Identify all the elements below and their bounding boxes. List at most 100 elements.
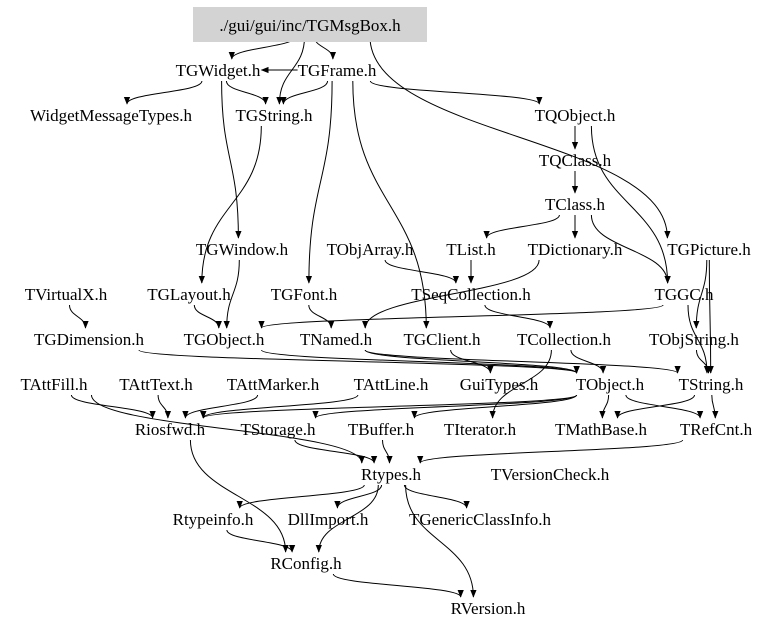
edge-tobject-to-trefcnt: [625, 394, 704, 419]
node-tgobject[interactable]: TGObject.h: [184, 330, 265, 349]
node-tgclient[interactable]: TGClient.h: [404, 330, 481, 349]
edge-tattfill-to-rtypes: [91, 394, 365, 464]
node-tnamed[interactable]: TNamed.h: [300, 330, 373, 349]
edge-rtypes-to-rversion: [405, 484, 477, 598]
node-tseqcollection[interactable]: TSeqCollection.h: [411, 285, 531, 304]
node-label-titerator: TIterator.h: [444, 420, 517, 439]
node-tgfont[interactable]: TGFont.h: [271, 285, 338, 304]
node-tobject[interactable]: TObject.h: [576, 375, 645, 394]
edge-rtypes-to-rconfig: [315, 484, 379, 553]
node-tobjarray[interactable]: TObjArray.h: [327, 240, 414, 259]
node-tobjstring[interactable]: TObjString.h: [649, 330, 739, 349]
edge-tattline-to-riosfwd: [200, 394, 359, 419]
node-rversion[interactable]: RVersion.h: [451, 599, 526, 618]
node-label-tvirtualx: TVirtualX.h: [25, 285, 108, 304]
edge-tobject-to-riosfwd: [200, 394, 578, 419]
node-label-tclass: TClass.h: [545, 195, 605, 214]
edge-tobjstring-to-tstring: [696, 349, 712, 374]
edge-tvirtualx-to-tgdimension: [69, 304, 89, 329]
node-label-tobjstring: TObjString.h: [649, 330, 739, 349]
node-titerator[interactable]: TIterator.h: [444, 420, 517, 439]
node-label-tgobject: TGObject.h: [184, 330, 265, 349]
edge-tcollection-to-tobject: [570, 349, 607, 374]
edge-tdictionary-to-tnamed: [362, 259, 540, 329]
node-tclass[interactable]: TClass.h: [545, 195, 605, 214]
edge-tgframe-to-tqobject: [369, 80, 543, 105]
node-label-tatttext: TAttText.h: [119, 375, 193, 394]
node-dllimport[interactable]: DllImport.h: [288, 510, 369, 529]
node-label-tgstring: TGString.h: [236, 106, 313, 125]
node-widgetmsgtypes[interactable]: WidgetMessageTypes.h: [30, 106, 192, 125]
node-label-rtypeinfo: Rtypeinfo.h: [173, 510, 254, 529]
edge-tseqcollection-to-tcollection: [484, 304, 554, 329]
node-label-trefcnt: TRefCnt.h: [680, 420, 753, 439]
edge-tobject-to-tmathbase: [599, 394, 610, 419]
node-label-tstorage: TStorage.h: [240, 420, 316, 439]
node-tstring[interactable]: TString.h: [679, 375, 744, 394]
edge-root-to-tgpicture: [369, 35, 671, 239]
node-label-tattmarker: TAttMarker.h: [227, 375, 320, 394]
node-label-rversion: RVersion.h: [451, 599, 526, 618]
edge-rtypes-to-rtypeinfo: [236, 484, 365, 509]
edge-tobjarray-to-tseqcollection: [384, 259, 460, 284]
edge-tgwidget-to-widgetmsgtypes: [123, 80, 203, 105]
node-label-tstring: TString.h: [679, 375, 744, 394]
node-label-tattfill: TAttFill.h: [20, 375, 88, 394]
node-label-tggc: TGGC.h: [654, 285, 714, 304]
node-label-rtypes: Rtypes.h: [361, 465, 421, 484]
edge-tobject-to-tbuffer: [411, 394, 578, 419]
edge-tgwidget-to-tgwindow: [221, 80, 242, 239]
node-tqclass[interactable]: TQClass.h: [539, 151, 612, 170]
node-riosfwd[interactable]: Riosfwd.h: [135, 420, 206, 439]
node-tversioncheck[interactable]: TVersionCheck.h: [491, 465, 610, 484]
node-tattmarker[interactable]: TAttMarker.h: [227, 375, 320, 394]
node-label-tobjarray: TObjArray.h: [327, 240, 414, 259]
node-tcollection[interactable]: TCollection.h: [517, 330, 611, 349]
node-guitypes[interactable]: GuiTypes.h: [460, 375, 539, 394]
node-tgenericclassinfo[interactable]: TGenericClassInfo.h: [409, 510, 552, 529]
node-label-tcollection: TCollection.h: [517, 330, 611, 349]
node-tmathbase[interactable]: TMathBase.h: [555, 420, 648, 439]
node-label-tgpicture: TGPicture.h: [667, 240, 751, 259]
node-tgframe[interactable]: TGFrame.h: [298, 61, 377, 80]
node-rconfig[interactable]: RConfig.h: [270, 554, 342, 573]
node-tattfill[interactable]: TAttFill.h: [20, 375, 88, 394]
node-tqobject[interactable]: TQObject.h: [535, 106, 616, 125]
node-tvirtualx[interactable]: TVirtualX.h: [25, 285, 108, 304]
node-label-tqobject: TQObject.h: [535, 106, 616, 125]
node-tlist[interactable]: TList.h: [446, 240, 496, 259]
node-tdictionary[interactable]: TDictionary.h: [528, 240, 623, 259]
node-tgdimension[interactable]: TGDimension.h: [34, 330, 145, 349]
node-trefcnt[interactable]: TRefCnt.h: [680, 420, 753, 439]
edge-rtypes-to-tgenericclassinfo: [403, 484, 470, 509]
node-label-tqclass: TQClass.h: [539, 151, 612, 170]
edge-rtypes-to-dllimport: [334, 484, 383, 509]
node-tglayout[interactable]: TGLayout.h: [147, 285, 231, 304]
root-node-box: [193, 7, 427, 42]
node-tggc[interactable]: TGGC.h: [654, 285, 714, 304]
edge-tglayout-to-tgobject: [193, 304, 222, 329]
node-tbuffer[interactable]: TBuffer.h: [348, 420, 415, 439]
edge-tstring-to-trefcnt: [711, 394, 719, 419]
node-rtypeinfo[interactable]: Rtypeinfo.h: [173, 510, 254, 529]
node-root[interactable]: ./gui/gui/inc/TGMsgBox.h: [193, 7, 427, 42]
edge-tggc-to-tstring: [687, 304, 711, 374]
edge-tstring-to-tmathbase: [614, 394, 695, 419]
node-tgwindow[interactable]: TGWindow.h: [196, 240, 289, 259]
node-label-tgframe: TGFrame.h: [298, 61, 377, 80]
node-tgwidget[interactable]: TGWidget.h: [176, 61, 261, 80]
edge-tatttext-to-riosfwd: [157, 394, 172, 419]
edge-tattmarker-to-riosfwd: [182, 394, 259, 419]
edge-tgpicture-to-tstring: [707, 259, 714, 374]
node-tgstring[interactable]: TGString.h: [236, 106, 313, 125]
node-tgpicture[interactable]: TGPicture.h: [667, 240, 751, 259]
node-tstorage[interactable]: TStorage.h: [240, 420, 316, 439]
edge-rconfig-to-rversion: [332, 573, 464, 598]
node-tatttext[interactable]: TAttText.h: [119, 375, 193, 394]
node-rtypes[interactable]: Rtypes.h: [361, 465, 421, 484]
node-tattline[interactable]: TAttLine.h: [354, 375, 429, 394]
node-label-riosfwd: Riosfwd.h: [135, 420, 206, 439]
